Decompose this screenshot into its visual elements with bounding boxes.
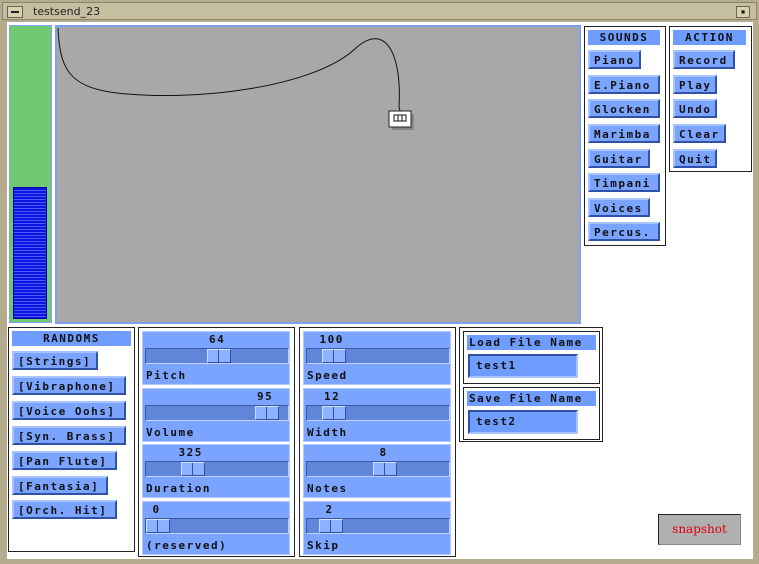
sounds-header: SOUNDS (588, 30, 660, 45)
randoms-button-vibraphone[interactable]: [Vibraphone] (12, 376, 126, 395)
sounds-button-e-piano[interactable]: E.Piano (588, 75, 660, 94)
slider-label: Skip (307, 538, 340, 552)
slider-thumb[interactable] (322, 349, 346, 363)
action-button-clear[interactable]: Clear (673, 124, 726, 143)
save-file-input[interactable]: test2 (468, 410, 578, 434)
slider-value: 95 (257, 389, 274, 403)
slider-duration: 325 Duration (142, 444, 290, 498)
randoms-button-voice-oohs[interactable]: [Voice Oohs] (12, 401, 126, 420)
slider-width: 12 Width (303, 387, 451, 442)
slider-thumb[interactable] (181, 462, 205, 476)
randoms-panel: RANDOMS [Strings] [Vibraphone] [Voice Oohs… (8, 327, 135, 552)
slider-label: Notes (307, 482, 348, 495)
slider-speed: 100 Speed (303, 331, 451, 385)
save-file-label: Save File Name (467, 391, 596, 406)
sounds-button-guitar[interactable]: Guitar (588, 149, 650, 168)
randoms-header: RANDOMS (12, 331, 131, 346)
randoms-button-syn-brass[interactable]: [Syn. Brass] (12, 426, 126, 445)
slider-label: Width (307, 425, 348, 439)
cursor-piano-icon (388, 110, 414, 130)
slider-value: 100 (319, 333, 344, 346)
slider-label: Pitch (146, 369, 187, 382)
drawn-curve (57, 27, 402, 116)
slider-thumb[interactable] (373, 462, 397, 476)
sounds-button-voices[interactable]: Voices (588, 198, 650, 217)
file-panel: Load File Name test1 Save File Name test… (459, 327, 603, 442)
slider-track[interactable] (145, 348, 289, 364)
slider-label: Duration (146, 482, 211, 495)
title-bar[interactable]: testsend_23 ▪ (2, 2, 757, 20)
slider-thumb[interactable] (146, 518, 170, 533)
randoms-button-orch-hit[interactable]: [Orch. Hit] (12, 500, 117, 519)
slider-reserved: 0 (reserved) (142, 500, 290, 555)
action-button-record[interactable]: Record (673, 50, 735, 69)
slider-thumb[interactable] (255, 405, 279, 420)
window-title: testsend_23 (33, 5, 101, 18)
action-button-play[interactable]: Play (673, 75, 717, 94)
slider-pitch: 64 Pitch (142, 331, 290, 385)
sounds-button-glocken[interactable]: Glocken (588, 99, 660, 118)
window-menu-icon[interactable] (7, 6, 23, 18)
randoms-button-strings[interactable]: [Strings] (12, 351, 98, 370)
action-header: ACTION (673, 30, 746, 45)
slider-track[interactable] (306, 348, 450, 364)
slider-track[interactable] (306, 461, 450, 477)
sounds-button-marimba[interactable]: Marimba (588, 124, 660, 143)
slider-track[interactable] (306, 404, 450, 421)
slider-value: 325 (178, 446, 203, 459)
slider-value: 2 (325, 502, 334, 516)
slider-thumb[interactable] (322, 405, 346, 420)
maximize-icon[interactable]: ▪ (736, 6, 750, 18)
slider-volume: 95 Volume (142, 387, 290, 442)
action-button-undo[interactable]: Undo (673, 99, 717, 118)
level-meter-bars (13, 187, 47, 319)
slider-thumb[interactable] (319, 518, 343, 533)
drawing-canvas[interactable] (55, 25, 581, 324)
slider-value: 64 (209, 333, 226, 346)
slider-label: (reserved) (146, 538, 228, 552)
slider-label: Speed (307, 369, 348, 382)
action-button-quit[interactable]: Quit (673, 149, 717, 168)
slider-thumb[interactable] (207, 349, 231, 363)
slider-track[interactable] (145, 404, 289, 421)
slider-value: 12 (324, 389, 341, 403)
slider-skip: 2 Skip (303, 500, 451, 555)
sounds-button-timpani[interactable]: Timpani (588, 173, 660, 192)
sounds-button-piano[interactable]: Piano (588, 50, 641, 69)
slider-value: 8 (379, 446, 388, 459)
snapshot-button[interactable]: snapshot (658, 514, 741, 545)
load-file-input[interactable]: test1 (468, 354, 578, 378)
slider-track[interactable] (145, 461, 289, 477)
save-file-section: Save File Name test2 (463, 387, 600, 440)
sounds-button-percus[interactable]: Percus. (588, 222, 660, 241)
load-file-section: Load File Name test1 (463, 331, 600, 384)
slider-track[interactable] (145, 517, 289, 534)
slider-notes: 8 Notes (303, 444, 451, 498)
slider-value: 0 (152, 502, 161, 516)
load-file-label: Load File Name (467, 335, 596, 350)
slider-track[interactable] (306, 517, 450, 534)
randoms-button-pan-flute[interactable]: [Pan Flute] (12, 451, 117, 470)
slider-label: Volume (146, 425, 195, 439)
randoms-button-fantasia[interactable]: [Fantasia] (12, 476, 108, 495)
